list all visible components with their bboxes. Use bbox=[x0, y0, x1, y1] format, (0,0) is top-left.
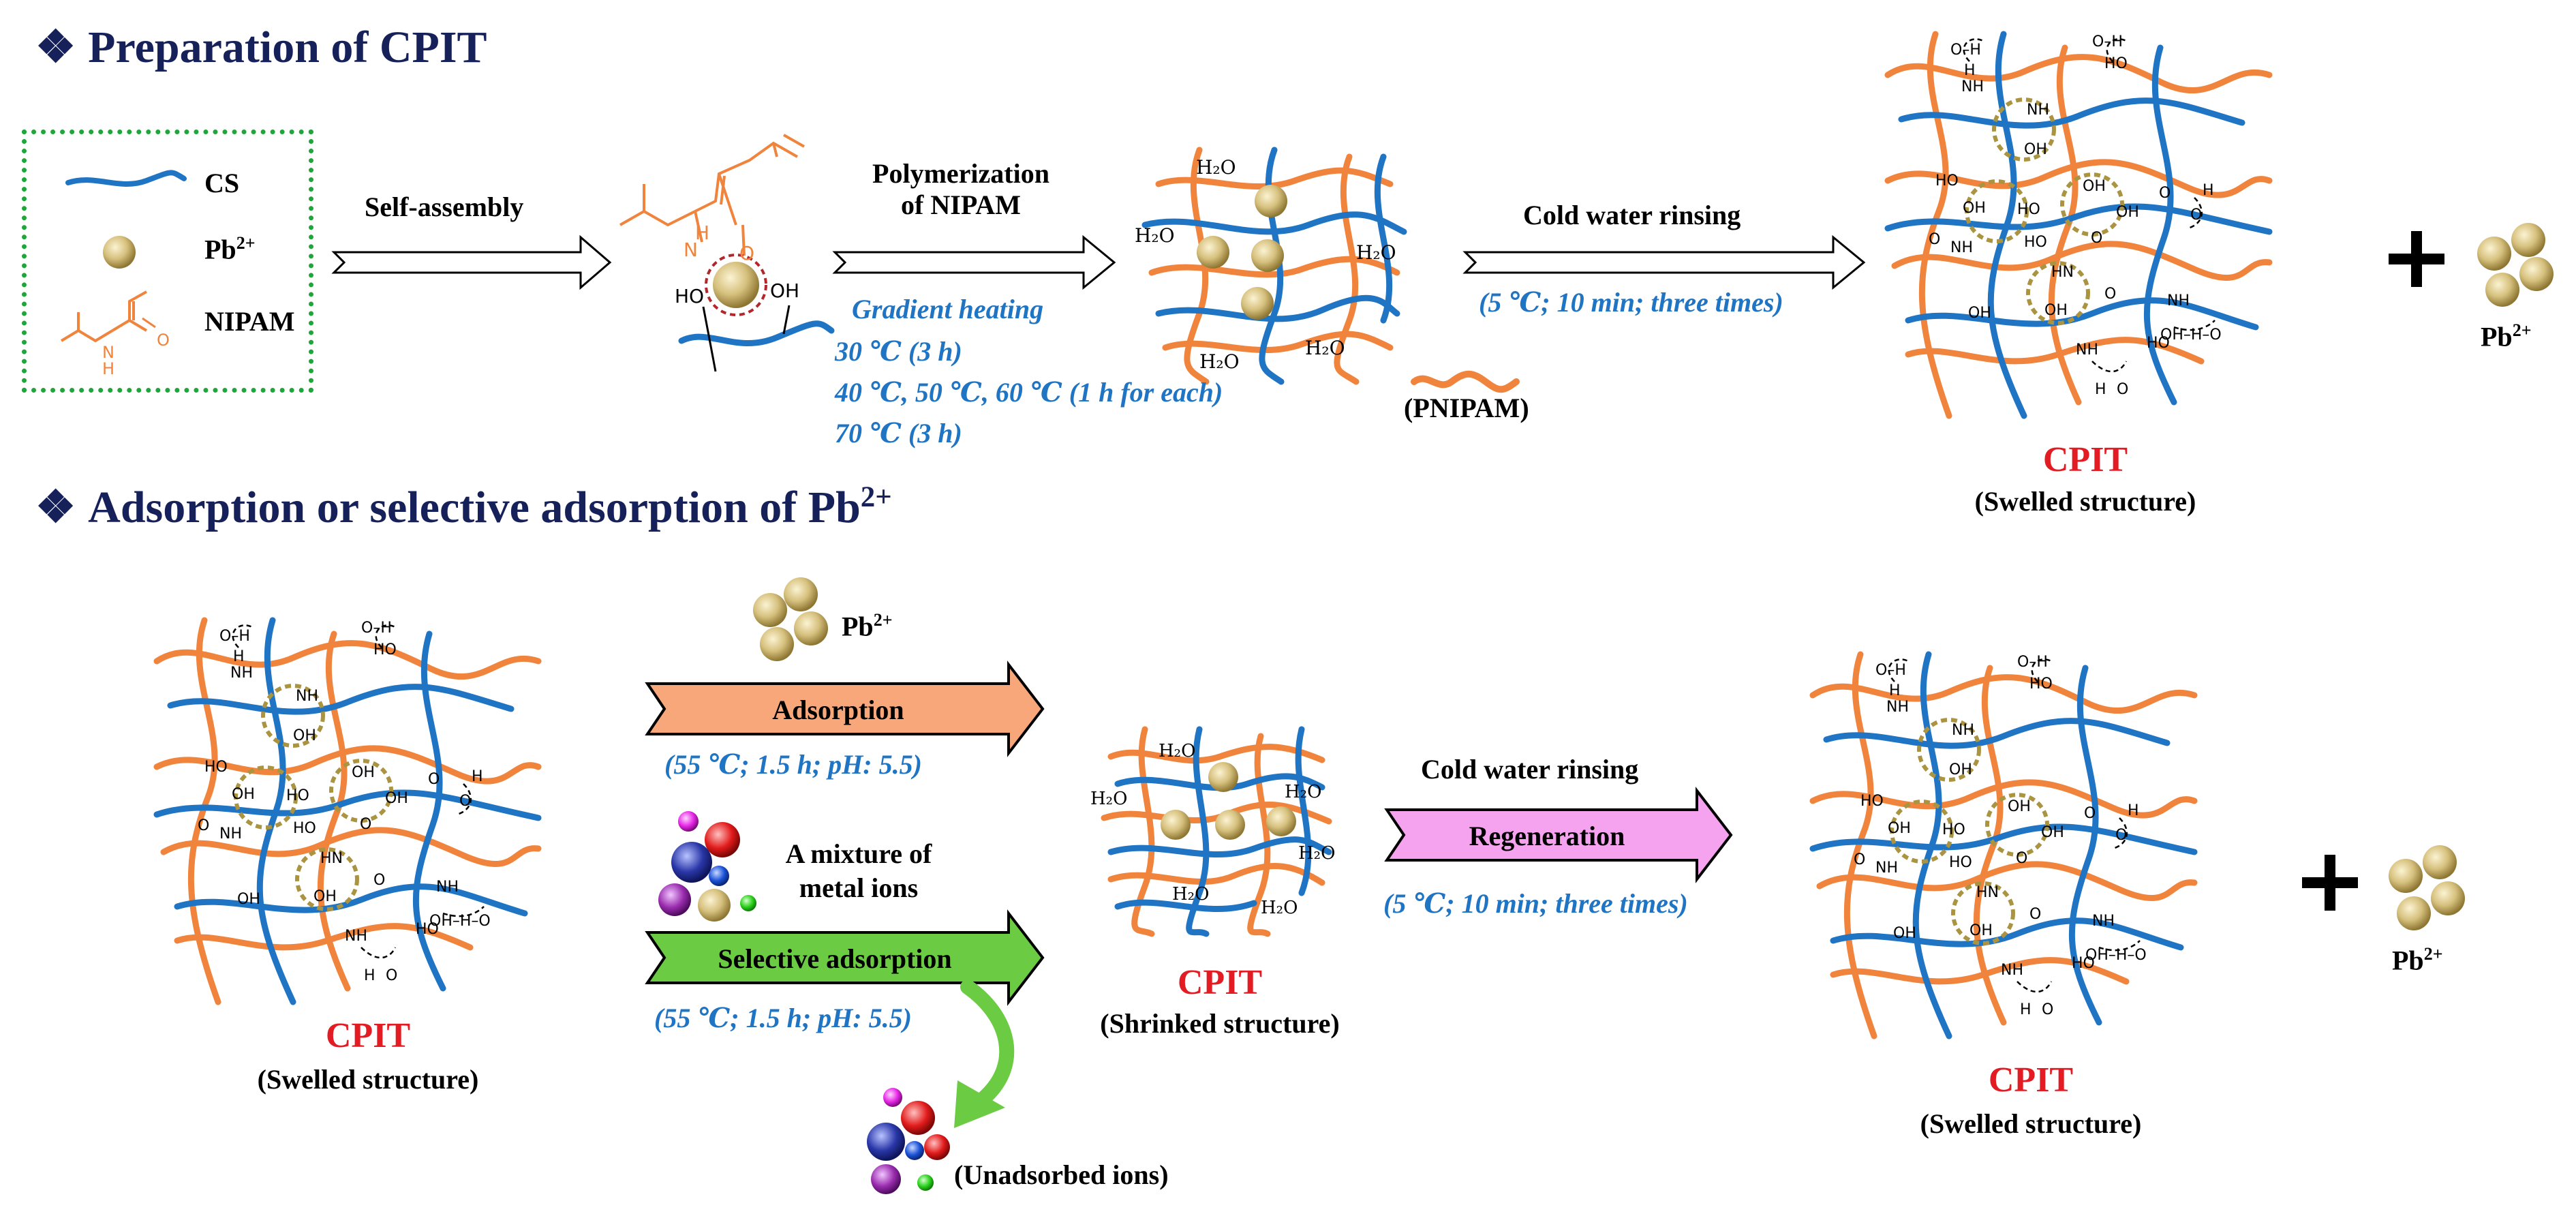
top-plus-icon bbox=[2389, 231, 2444, 287]
bottom-rinse-conditions: (5 ℃; 10 min; three times) bbox=[1383, 888, 1688, 919]
top-rinse-arrow bbox=[1462, 234, 1866, 290]
complex-o-atom: O bbox=[739, 242, 755, 264]
bottom-end-network bbox=[1813, 654, 2194, 1036]
bottom-start-network bbox=[157, 620, 538, 1002]
svg-text:H₂O: H₂O bbox=[1196, 156, 1236, 179]
top-released-pb-label: Pb2+ bbox=[2481, 320, 2532, 352]
diamond-bullet-icon: ❖ bbox=[35, 483, 76, 532]
self-assembly-label: Self-assembly bbox=[365, 192, 524, 222]
complex-h-atom: H bbox=[695, 222, 710, 244]
svg-text:H₂O: H₂O bbox=[1305, 337, 1345, 359]
legend-nipam-label: NIPAM bbox=[204, 306, 295, 337]
bottom-plus-icon bbox=[2302, 855, 2358, 911]
heating-step-3: 70 ℃ (3 h) bbox=[835, 418, 962, 449]
top-released-pb-cluster bbox=[2477, 223, 2554, 307]
adsorption-conditions: (55 ℃; 1.5 h; pH: 5.5) bbox=[664, 749, 922, 780]
selective-adsorption-label: Selective adsorption bbox=[718, 943, 952, 974]
bottom-start-cpit-name: CPIT bbox=[325, 1016, 411, 1055]
top-cpit-caption: (Swelled structure) bbox=[1974, 486, 2196, 517]
complex-n-atom: N bbox=[684, 239, 698, 261]
middle-caption: (Shrinked structure) bbox=[1100, 1008, 1340, 1039]
section1-heading: ❖Preparation of CPIT bbox=[35, 22, 487, 72]
top-cpit-name: CPIT bbox=[2042, 440, 2128, 479]
top-cpit-network bbox=[1888, 33, 2269, 416]
selective-adsorption-arrow bbox=[645, 909, 1045, 1006]
heating-step-2: 40 ℃, 50 ℃, 60 ℃ (1 h for each) bbox=[835, 377, 1223, 408]
heating-title: Gradient heating bbox=[852, 294, 1044, 324]
complex-oh-label: OH bbox=[770, 279, 800, 302]
legend-pb-sphere bbox=[103, 236, 136, 269]
section2-heading: ❖Adsorption or selective adsorption of P… bbox=[35, 481, 892, 532]
shrinked-network bbox=[1090, 729, 1335, 934]
regeneration-label: Regeneration bbox=[1469, 821, 1625, 851]
legend-nipam-structure bbox=[60, 290, 156, 343]
bottom-start-caption: (Swelled structure) bbox=[257, 1064, 479, 1095]
unadsorbed-ions bbox=[867, 1088, 950, 1194]
heating-step-1: 30 ℃ (3 h) bbox=[835, 336, 962, 367]
unadsorbed-arrowhead bbox=[954, 1080, 1005, 1128]
svg-text:H₂O: H₂O bbox=[1199, 350, 1240, 373]
diamond-bullet-icon: ❖ bbox=[35, 22, 76, 72]
bottom-released-pb-cluster bbox=[2389, 845, 2465, 930]
legend-cs-line bbox=[65, 170, 187, 187]
polymerized-hydrogel: H₂O H₂O H₂O H₂O H₂O bbox=[1135, 147, 1407, 385]
pnipam-strand bbox=[1411, 370, 1520, 393]
bottom-rinse-label: Cold water rinsing bbox=[1421, 754, 1639, 785]
regeneration-arrow bbox=[1384, 787, 1733, 883]
bottom-pb-label: Pb2+ bbox=[842, 610, 893, 642]
adsorption-arrow bbox=[645, 660, 1045, 757]
nipam-pb-complex bbox=[619, 134, 835, 372]
adsorption-label: Adsorption bbox=[772, 695, 904, 725]
top-rinse-label: Cold water rinsing bbox=[1523, 200, 1741, 230]
legend-cs-label: CS bbox=[204, 168, 240, 198]
legend-nipam-oxygen: O bbox=[157, 331, 170, 350]
selective-conditions: (55 ℃; 1.5 h; pH: 5.5) bbox=[654, 1003, 912, 1033]
legend-box bbox=[22, 130, 313, 393]
legend-pb-label: Pb2+ bbox=[204, 233, 256, 265]
polymerization-arrow bbox=[832, 234, 1116, 290]
unadsorbed-curve-arrow bbox=[960, 979, 1015, 1105]
svg-text:H₂O: H₂O bbox=[1356, 241, 1396, 264]
svg-text:H₂O: H₂O bbox=[1135, 224, 1175, 247]
self-assembly-arrow bbox=[331, 234, 612, 290]
complex-ho-label: HO bbox=[675, 285, 705, 307]
bottom-end-cpit-name: CPIT bbox=[1988, 1061, 2074, 1099]
bottom-released-pb-label: Pb2+ bbox=[2392, 944, 2443, 976]
pnipam-label: (PNIPAM) bbox=[1404, 393, 1529, 423]
middle-cpit-name: CPIT bbox=[1177, 963, 1263, 1002]
bottom-pb-cluster bbox=[753, 577, 828, 661]
top-rinse-conditions: (5 ℃; 10 min; three times) bbox=[1479, 287, 1783, 318]
metal-ion-mixture bbox=[658, 811, 756, 922]
bottom-end-caption: (Swelled structure) bbox=[1920, 1108, 2142, 1139]
unadsorbed-label: (Unadsorbed ions) bbox=[954, 1159, 1169, 1190]
